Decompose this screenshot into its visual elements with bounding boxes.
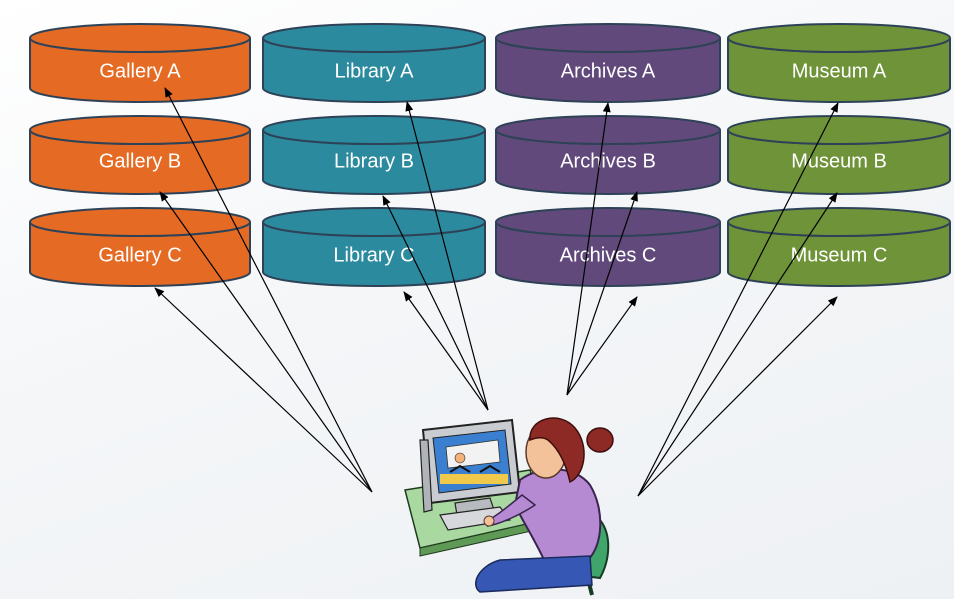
database-library-a: Library A bbox=[262, 23, 486, 103]
database-label: Library B bbox=[334, 150, 414, 172]
database-label: Museum A bbox=[792, 60, 887, 82]
database-gallery-a: Gallery A bbox=[29, 23, 251, 103]
person-at-computer-icon bbox=[404, 417, 614, 596]
database-label: Archives C bbox=[560, 244, 657, 266]
arrow-to-library-c bbox=[403, 291, 489, 411]
database-label: Museum B bbox=[791, 150, 887, 172]
database-museum-a: Museum A bbox=[727, 23, 951, 103]
database-label: Gallery B bbox=[99, 150, 181, 172]
arrow-to-library-a bbox=[405, 101, 489, 411]
database-gallery-b: Gallery B bbox=[29, 115, 251, 195]
database-label: Gallery C bbox=[98, 244, 181, 266]
database-archives-c: Archives C bbox=[495, 207, 721, 287]
database-label: Archives B bbox=[560, 150, 656, 172]
database-archives-b: Archives B bbox=[495, 115, 721, 195]
database-archives-a: Archives A bbox=[495, 23, 721, 103]
database-label: Library A bbox=[335, 60, 415, 82]
database-museum-b: Museum B bbox=[727, 115, 951, 195]
database-library-b: Library B bbox=[262, 115, 486, 195]
arrow-to-library-b bbox=[382, 195, 489, 411]
database-museum-c: Museum C bbox=[727, 207, 951, 287]
database-library-c: Library C bbox=[262, 207, 486, 287]
arrow-to-archives-a bbox=[566, 102, 611, 396]
request-arrows bbox=[154, 87, 839, 497]
arrow-to-gallery-a bbox=[164, 87, 373, 493]
arrow-to-archives-c bbox=[566, 296, 638, 396]
arrow-to-archives-b bbox=[566, 191, 638, 396]
database-gallery-c: Gallery C bbox=[29, 207, 251, 287]
database-label: Library C bbox=[333, 244, 414, 266]
arrow-to-gallery-b bbox=[159, 191, 373, 493]
arrow-to-museum-c bbox=[637, 296, 838, 497]
arrow-to-museum-a bbox=[637, 102, 839, 497]
database-label: Archives A bbox=[561, 60, 656, 82]
database-grid: Gallery A Gallery B Gallery C Library A … bbox=[29, 23, 951, 287]
database-label: Gallery A bbox=[99, 60, 181, 82]
arrow-to-museum-b bbox=[637, 192, 838, 497]
arrow-to-gallery-c bbox=[154, 287, 373, 493]
database-label: Museum C bbox=[791, 244, 888, 266]
